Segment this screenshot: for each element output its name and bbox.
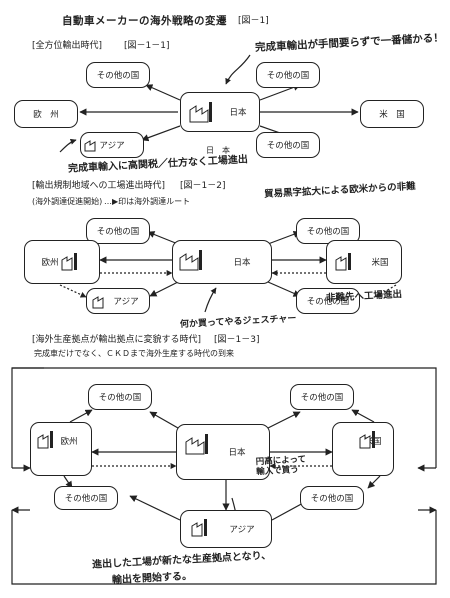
p2-europe-factory-icon (61, 253, 77, 271)
p2-heading: [輸出規制地域への工場進出時代] (32, 181, 166, 191)
p2-ref: [図－1－2] (180, 181, 226, 191)
p2-japan: 日本 (172, 240, 272, 284)
p3-asia: アジア (180, 510, 272, 548)
p3-europe: 欧州 (30, 422, 92, 476)
figure-ref: [図－1] (238, 16, 269, 26)
p1-us: 米 国 (360, 100, 424, 128)
p1-japan-below: 日 本 (206, 146, 230, 155)
p3-other-bottomright: その他の国 (300, 486, 364, 510)
p1-heading: [全方位輸出時代] (32, 41, 103, 51)
panel2-arrows (59, 230, 397, 313)
page-title: 自動車メーカーの海外戦略の変遷 (62, 15, 227, 27)
p1-other-topleft: その他の国 (86, 62, 150, 88)
p1-europe: 欧 州 (14, 100, 78, 128)
p3-asia-factory-icon (191, 519, 207, 537)
p2-other-topright: その他の国 (296, 218, 360, 244)
p2-other-topleft: その他の国 (86, 218, 150, 244)
p2-us-factory-icon (335, 253, 351, 271)
p2-asia-factory-icon (92, 296, 104, 309)
p3-sub: 完成車だけでなく、ＣＫＤまで海外生産する時代の到来 (34, 349, 234, 358)
p1-ref: [図－1－1] (124, 41, 170, 51)
panel3-arrows (11, 367, 437, 585)
p1-asia-factory-icon (84, 140, 96, 152)
p1-factory-icon (189, 102, 212, 123)
p3-other-topright: その他の国 (290, 384, 354, 410)
p2-sub-a: (海外調達促進開始) (32, 197, 103, 206)
p2-japan-factory-icon (179, 250, 202, 271)
p3-europe-factory-icon (37, 431, 53, 449)
p3-japan-factory-icon (185, 434, 208, 455)
p2-other-bottomright: その他の国 (296, 288, 360, 314)
p2-europe: 欧州 (24, 240, 100, 284)
p3-hand-mid: 円高によって 輸入で買う (255, 454, 307, 478)
p3-other-topleft: その他の国 (88, 384, 152, 410)
p2-sub-b: …▶印は海外調達ルート (104, 197, 191, 206)
p3-heading: [海外生産拠点が輸出拠点に変貌する時代] (32, 335, 202, 345)
p1-other-topright: その他の国 (256, 62, 320, 88)
p3-us-factory-icon (359, 431, 375, 449)
p1-other-bottomright: その他の国 (256, 132, 320, 158)
p3-ref: [図－1－3] (214, 335, 260, 345)
p3-other-bottomleft: その他の国 (54, 486, 118, 510)
